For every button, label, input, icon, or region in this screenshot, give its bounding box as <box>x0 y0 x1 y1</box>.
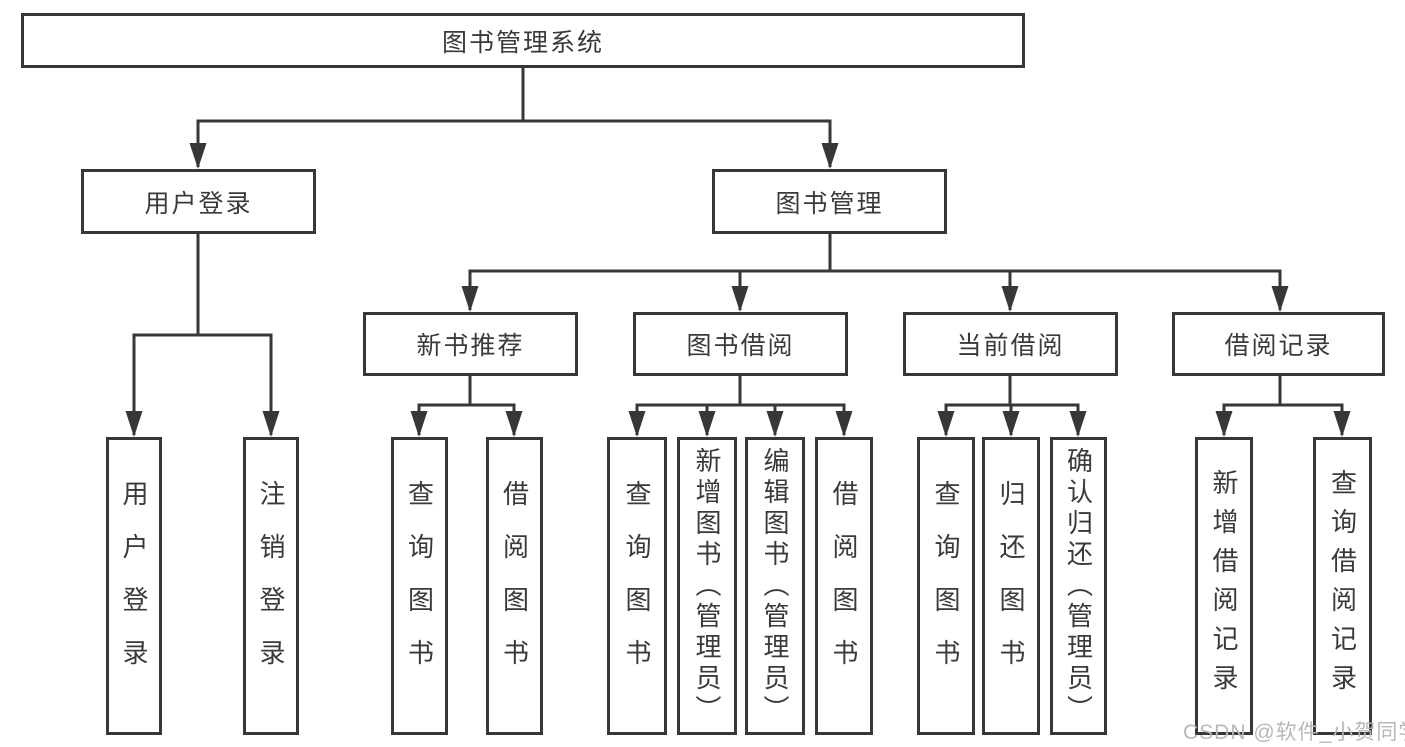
arrowhead <box>937 411 955 437</box>
leaf-newbook-borrow-books-label: 借阅图书 <box>499 480 530 692</box>
node-book-management: 图书管理 <box>712 169 947 234</box>
csdn-watermark: CSDN @软件_小贺同学 <box>1183 721 1405 744</box>
leaf-confirm-return-admin-label: 确认归还（管理员） <box>1063 446 1094 726</box>
leaf-add-books-admin-label: 新增图书（管理员） <box>692 446 722 726</box>
node-new-book-recommend: 新书推荐 <box>363 312 578 376</box>
arrowhead <box>1333 411 1351 437</box>
leaf-newbook-query-books: 查询图书 <box>391 437 448 735</box>
arrowhead <box>835 411 853 437</box>
leaf-borrow-query-books-label: 查询图书 <box>622 480 652 692</box>
node-new-book-recommend-label: 新书推荐 <box>416 332 525 360</box>
arrowhead <box>1001 286 1019 312</box>
arrowhead <box>262 411 280 437</box>
node-borrow-records: 借阅记录 <box>1172 312 1385 376</box>
arrowhead <box>698 411 716 437</box>
leaf-current-query-books-label: 查询图书 <box>931 480 961 692</box>
leaf-current-query-books: 查询图书 <box>917 437 975 735</box>
leaf-edit-books-admin-label: 编辑图书（管理员） <box>760 446 790 726</box>
leaf-user-login-label: 用户登录 <box>119 480 149 692</box>
arrowhead <box>1271 286 1289 312</box>
leaf-borrow-books: 借阅图书 <box>815 437 873 735</box>
node-user-login-label: 用户登录 <box>144 189 253 218</box>
arrowhead <box>1069 411 1087 437</box>
leaf-newbook-query-books-label: 查询图书 <box>404 480 435 692</box>
leaf-return-books-label: 归还图书 <box>996 480 1026 692</box>
arrowhead <box>766 411 784 437</box>
leaf-add-borrow-record-label: 新增借阅记录 <box>1209 469 1239 703</box>
arrowhead <box>461 286 479 312</box>
arrowhead <box>505 411 523 437</box>
node-borrow-records-label: 借阅记录 <box>1224 332 1333 360</box>
node-current-borrow: 当前借阅 <box>903 312 1118 376</box>
node-book-borrow: 图书借阅 <box>633 312 848 376</box>
leaf-user-login: 用户登录 <box>106 437 162 735</box>
node-root: 图书管理系统 <box>21 13 1025 68</box>
leaf-add-books-admin: 新增图书（管理员） <box>677 437 737 735</box>
leaf-logout: 注销登录 <box>243 437 299 735</box>
arrowhead <box>189 143 207 169</box>
arrowhead <box>821 143 839 169</box>
arrowhead <box>1215 411 1233 437</box>
node-root-label: 图书管理系统 <box>441 28 604 57</box>
arrowhead <box>1002 411 1020 437</box>
node-current-borrow-label: 当前借阅 <box>956 332 1065 360</box>
leaf-borrow-query-books: 查询图书 <box>607 437 667 735</box>
leaf-newbook-borrow-books: 借阅图书 <box>486 437 543 735</box>
node-book-borrow-label: 图书借阅 <box>686 332 795 360</box>
leaf-query-borrow-record-label: 查询借阅记录 <box>1327 469 1358 703</box>
leaf-edit-books-admin: 编辑图书（管理员） <box>745 437 805 735</box>
arrowhead <box>410 411 428 437</box>
node-book-management-label: 图书管理 <box>775 189 884 218</box>
node-user-login: 用户登录 <box>81 169 316 234</box>
arrowhead <box>125 411 143 437</box>
leaf-logout-label: 注销登录 <box>256 480 286 692</box>
arrowhead <box>628 411 646 437</box>
arrowheads <box>125 143 1351 437</box>
leaf-add-borrow-record: 新增借阅记录 <box>1195 437 1253 735</box>
connector-path <box>132 68 1344 435</box>
arrowhead <box>731 286 749 312</box>
leaf-return-books: 归还图书 <box>982 437 1040 735</box>
leaf-confirm-return-admin: 确认归还（管理员） <box>1050 437 1107 735</box>
leaf-query-borrow-record: 查询借阅记录 <box>1313 437 1372 735</box>
leaf-borrow-books-label: 借阅图书 <box>829 480 859 692</box>
